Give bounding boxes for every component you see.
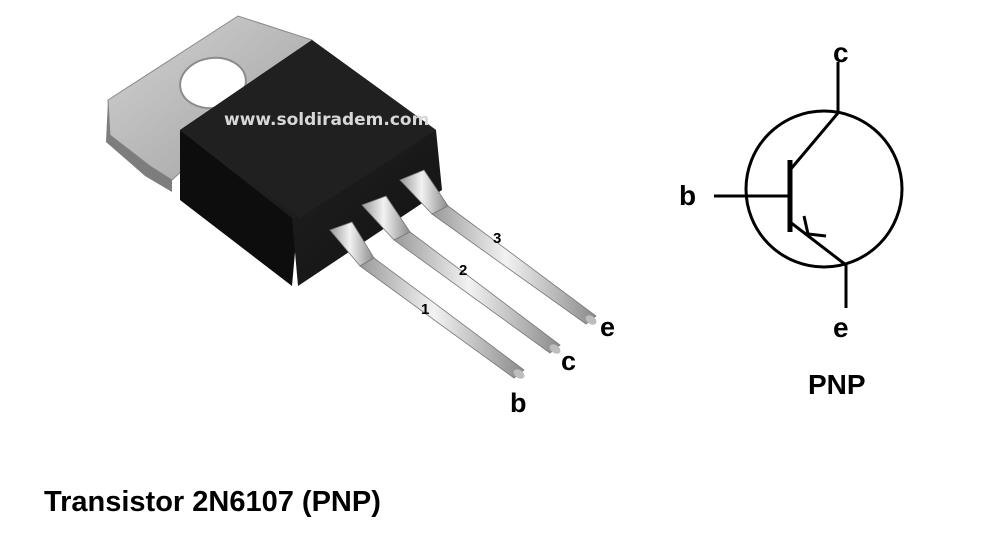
caption-title: Transistor 2N6107 (PNP) (44, 486, 381, 518)
emitter-arrow-icon (802, 215, 827, 238)
collector-line (788, 112, 840, 171)
to220-package: www.soldiradem.com 1 2 3 b c e (106, 15, 615, 418)
pin-number-2: 2 (459, 262, 467, 279)
lead-3 (399, 169, 597, 325)
symbol-circle (744, 109, 904, 269)
epoxy-body-side (180, 130, 298, 286)
watermark-text: www.soldiradem.com (224, 110, 429, 130)
pin-label-b: b (510, 388, 527, 418)
epoxy-body-top (180, 40, 436, 218)
pin-label-c: c (561, 346, 576, 376)
lead-1 (329, 221, 525, 379)
symbol-label-c: c (833, 37, 849, 68)
pin-label-e: e (600, 312, 615, 342)
lead-2 (361, 195, 561, 354)
symbol-label-e: e (833, 312, 849, 343)
emitter-line (789, 220, 847, 267)
pin-number-3: 3 (493, 230, 501, 247)
symbol-type-label: PNP (808, 369, 866, 400)
metal-tab-edge (106, 100, 172, 192)
pnp-schematic-symbol (714, 62, 904, 308)
symbol-label-b: b (679, 180, 696, 211)
pin-number-1: 1 (421, 301, 429, 318)
